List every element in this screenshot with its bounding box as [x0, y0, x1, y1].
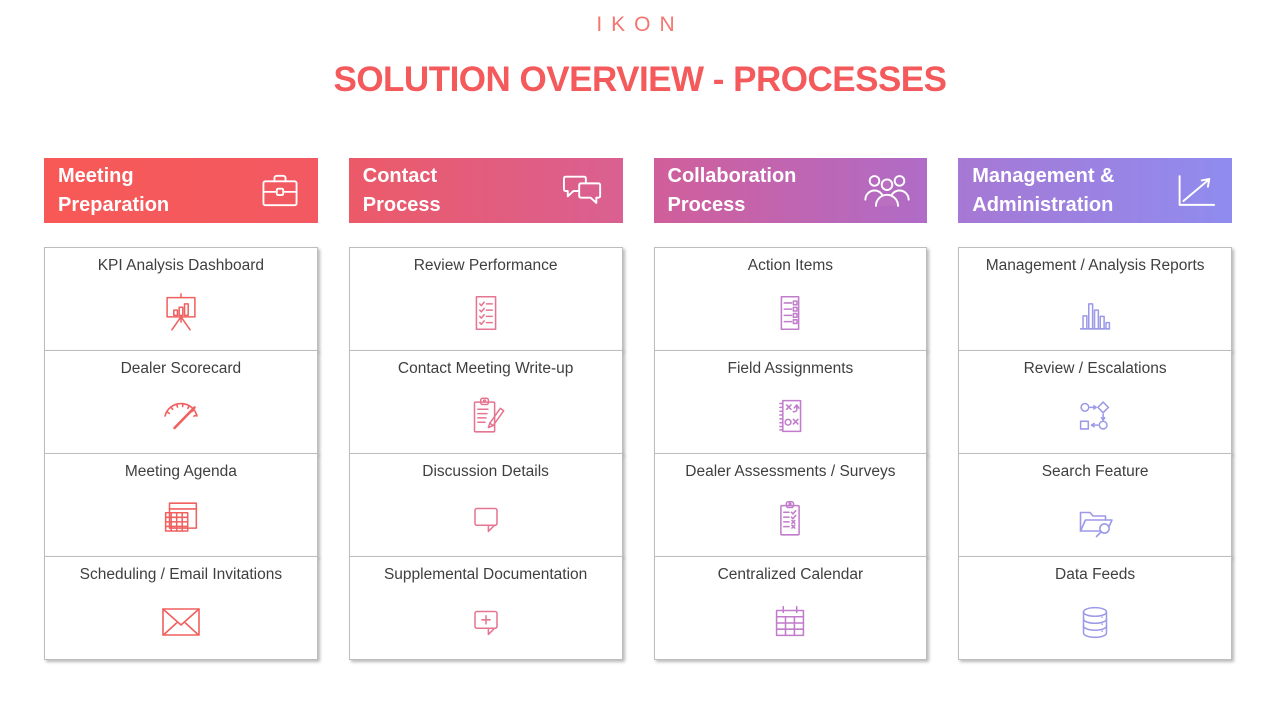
- cell-label: Centralized Calendar: [717, 566, 864, 583]
- header-line1: Contact: [362, 164, 438, 187]
- cell-field-assignments: Field Assignments: [653, 350, 928, 454]
- gauge-icon: [157, 378, 205, 453]
- cell-label: Discussion Details: [422, 463, 549, 480]
- envelope-icon: [157, 584, 205, 659]
- agenda-grid-icon: [158, 481, 204, 556]
- cell-label: Supplemental Documentation: [383, 566, 588, 583]
- cell-label: Scheduling / Email Invitations: [79, 566, 283, 583]
- cell-label: Dealer Scorecard: [120, 360, 242, 377]
- cell-scheduling-email-invitations: Scheduling / Email Invitations: [44, 556, 318, 660]
- cell-meeting-agenda: Meeting Agenda: [44, 453, 318, 557]
- cell-search-feature: Search Feature: [958, 453, 1232, 557]
- cell-label: Meeting Agenda: [124, 463, 237, 480]
- column-header-meeting-preparation: Meeting Preparation: [44, 158, 318, 223]
- checklist-icon: [463, 275, 509, 350]
- column-header-label: Management & Administration: [972, 162, 1114, 220]
- flowchart-icon: [1072, 378, 1118, 453]
- cell-review-performance: Review Performance: [348, 247, 623, 351]
- column-header-collaboration-process: Collaboration Process: [653, 158, 928, 223]
- process-grid: Meeting Preparation KPI Analysis Dashboa…: [44, 158, 1232, 660]
- speech-bubble-plus-icon: [463, 584, 509, 659]
- column-header-label: Contact Process: [363, 162, 441, 220]
- header-line1: Meeting: [58, 164, 134, 187]
- column-header-label: Collaboration Process: [668, 162, 797, 220]
- cell-centralized-calendar: Centralized Calendar: [653, 556, 928, 660]
- header-line2: Process: [362, 193, 441, 216]
- cell-management-analysis-reports: Management / Analysis Reports: [958, 247, 1232, 351]
- cell-stack: Action Items Field Assignments: [653, 247, 928, 660]
- cell-action-items: Action Items: [653, 247, 928, 351]
- cell-dealer-assessments-surveys: Dealer Assessments / Surveys: [653, 453, 928, 557]
- column-meeting-preparation: Meeting Preparation KPI Analysis Dashboa…: [44, 158, 318, 660]
- chat-bubbles-icon: [558, 171, 608, 211]
- people-group-icon: [862, 171, 912, 210]
- cell-stack: KPI Analysis Dashboard Dealer Scor: [44, 247, 318, 660]
- cell-supplemental-documentation: Supplemental Documentation: [348, 556, 623, 660]
- cell-data-feeds: Data Feeds: [958, 556, 1232, 660]
- header-line1: Management &: [972, 164, 1115, 187]
- brand-logo: IKON: [596, 13, 684, 36]
- bar-chart-icon: [1072, 275, 1118, 350]
- cell-label: Review / Escalations: [1023, 360, 1167, 377]
- header-line2: Preparation: [58, 193, 170, 216]
- speech-bubble-icon: [463, 481, 509, 556]
- cell-label: Management / Analysis Reports: [985, 257, 1205, 274]
- survey-clipboard-icon: [767, 481, 813, 556]
- cell-label: Search Feature: [1041, 463, 1149, 480]
- column-header-label: Meeting Preparation: [58, 162, 169, 220]
- column-collaboration-process: Collaboration Process: [653, 158, 928, 660]
- column-management-administration: Management & Administration Management /…: [958, 158, 1232, 660]
- clipboard-pencil-icon: [463, 378, 509, 453]
- cell-label: Review Performance: [413, 257, 558, 274]
- cell-dealer-scorecard: Dealer Scorecard: [44, 350, 318, 454]
- folder-search-icon: [1071, 481, 1119, 556]
- cell-label: Contact Meeting Write-up: [397, 360, 574, 377]
- cell-kpi-analysis-dashboard: KPI Analysis Dashboard: [44, 247, 318, 351]
- presentation-chart-icon: [158, 275, 204, 350]
- cell-review-escalations: Review / Escalations: [958, 350, 1232, 454]
- cell-label: Data Feeds: [1055, 566, 1136, 583]
- cell-label: Dealer Assessments / Surveys: [685, 463, 896, 480]
- page-title: SOLUTION OVERVIEW - PROCESSES: [333, 60, 947, 99]
- cell-stack: Review Performance Contact Meeting Write…: [348, 247, 623, 660]
- header-line1: Collaboration: [667, 164, 797, 187]
- todo-list-icon: [767, 275, 813, 350]
- cell-label: KPI Analysis Dashboard: [97, 257, 265, 274]
- cell-label: Action Items: [747, 257, 834, 274]
- growth-chart-icon: [1171, 171, 1217, 210]
- column-contact-process: Contact Process Review Performance: [348, 158, 623, 660]
- cell-stack: Management / Analysis Reports Revi: [958, 247, 1232, 660]
- strategy-plan-icon: [767, 378, 813, 453]
- column-header-contact-process: Contact Process: [348, 158, 623, 223]
- database-icon: [1072, 584, 1118, 659]
- header-line2: Administration: [972, 193, 1114, 216]
- briefcase-icon: [257, 171, 303, 210]
- cell-label: Field Assignments: [727, 360, 854, 377]
- column-header-management-administration: Management & Administration: [958, 158, 1232, 223]
- header-line2: Process: [667, 193, 746, 216]
- cell-contact-meeting-write-up: Contact Meeting Write-up: [348, 350, 623, 454]
- calendar-icon: [767, 584, 813, 659]
- cell-discussion-details: Discussion Details: [348, 453, 623, 557]
